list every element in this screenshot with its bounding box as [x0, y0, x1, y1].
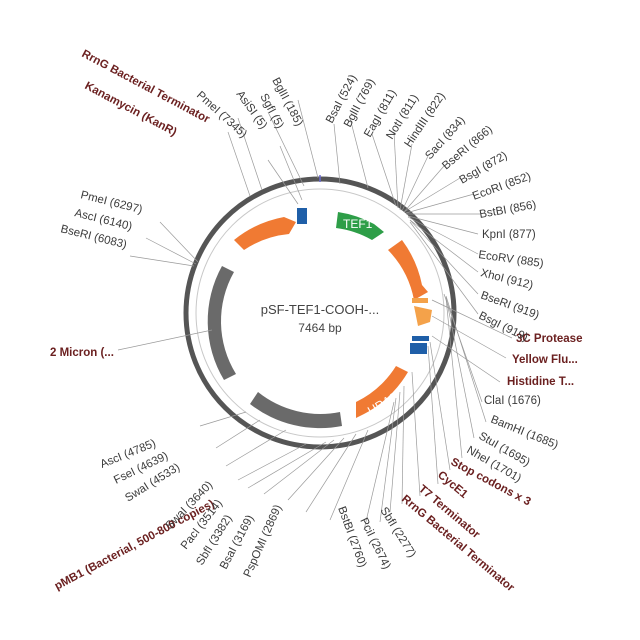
site-label-bstbi-856: BstBI (856): [478, 199, 537, 221]
tef1-inner-label: TEF1: [343, 217, 373, 231]
stop-codons-box: [412, 336, 429, 341]
feature-label-kanamycin: Kanamycin (KanR): [83, 80, 179, 139]
tef1-feature-arc: [336, 212, 384, 240]
3c-protease-box: [412, 298, 428, 303]
leader-lines: [117, 99, 513, 531]
site-label-pspomi-2869: PspOMI (2869): [242, 503, 285, 579]
feature-label-2-micron: 2 Micron (...: [50, 347, 114, 359]
histidine-tag-arc: [414, 306, 432, 326]
site-label-clai-1676: ClaI (1676): [484, 395, 541, 407]
pmb1-feature-arc: [250, 392, 342, 429]
cyce1-box: [410, 343, 427, 354]
rrng-terminator-box-top: [297, 208, 307, 224]
plasmid-length: 7464 bp: [298, 321, 342, 335]
feature-label-3c-protease: 3C Protease: [516, 333, 582, 345]
site-label-kpni-877: KpnI (877): [482, 229, 536, 241]
backbone-inner-ring: [195, 188, 445, 438]
yfp-feature-arc: [388, 240, 428, 300]
ura3-feature-arc: [356, 366, 408, 418]
site-label-bstbi-2760: BstBI (2760): [335, 505, 368, 569]
site-label-xhoi-912: XhoI (912): [479, 267, 534, 292]
2-micron-feature-arc: [207, 266, 236, 380]
site-label-ecorv-885: EcoRV (885): [478, 249, 545, 270]
feature-label-yfp: Yellow Flu...: [512, 354, 578, 366]
feature-label-rrng-bottom: RrnG Bacterial Terminator: [399, 493, 517, 594]
feature-label-histidine: Histidine T...: [507, 376, 574, 388]
plasmid-name: pSF-TEF1-COOH-...: [261, 302, 379, 317]
kanamycin-feature-arc: [234, 217, 296, 250]
